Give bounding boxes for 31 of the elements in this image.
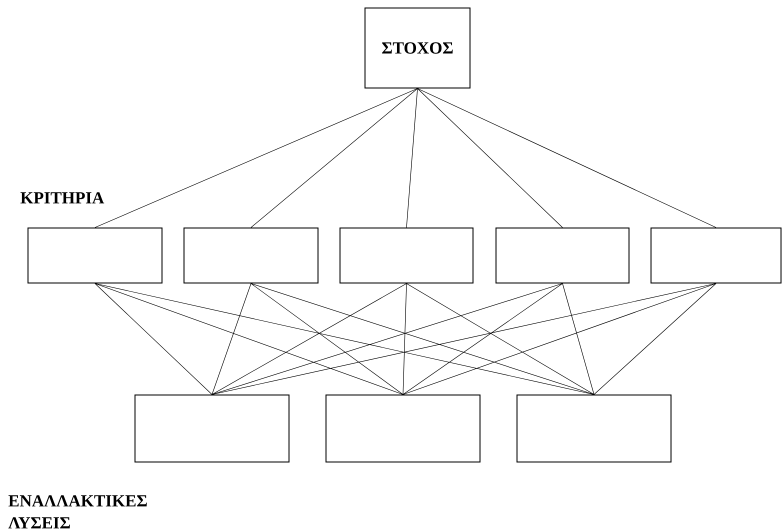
heading-label: ΚΡΙΤΗΡΙΑ <box>20 192 104 204</box>
connector-line <box>594 283 716 395</box>
empty-box <box>516 394 672 462</box>
connector-line <box>417 88 563 228</box>
empty-box <box>326 394 480 462</box>
connector-line <box>212 283 563 395</box>
connector-line <box>250 283 594 395</box>
empty-box <box>134 394 290 462</box>
connector-line <box>94 283 404 395</box>
connector-line <box>250 283 404 395</box>
empty-box <box>184 228 318 284</box>
connector-line <box>562 283 594 395</box>
connector-line <box>212 283 252 395</box>
connector-line <box>94 283 212 395</box>
connector-line <box>417 88 716 228</box>
empty-box <box>28 228 162 284</box>
connector-line <box>250 88 418 228</box>
connector-line <box>402 283 407 395</box>
connector-line <box>402 283 716 395</box>
empty-box <box>496 228 630 284</box>
connector-line <box>402 283 563 395</box>
connector-line <box>406 88 418 228</box>
empty-box <box>650 228 782 284</box>
connector-line <box>406 283 594 395</box>
connector-line <box>212 283 716 395</box>
heading-label: ΕΝΑΛΛΑΚΤΙΚΕΣ ΛΥΣΕΙΣ <box>8 495 147 528</box>
empty-box <box>340 228 474 284</box>
goal-box: ΣΤΟΧΟΣ <box>364 8 470 88</box>
connector-line <box>212 283 407 395</box>
connector-line <box>94 88 418 228</box>
connector-line <box>94 283 594 395</box>
